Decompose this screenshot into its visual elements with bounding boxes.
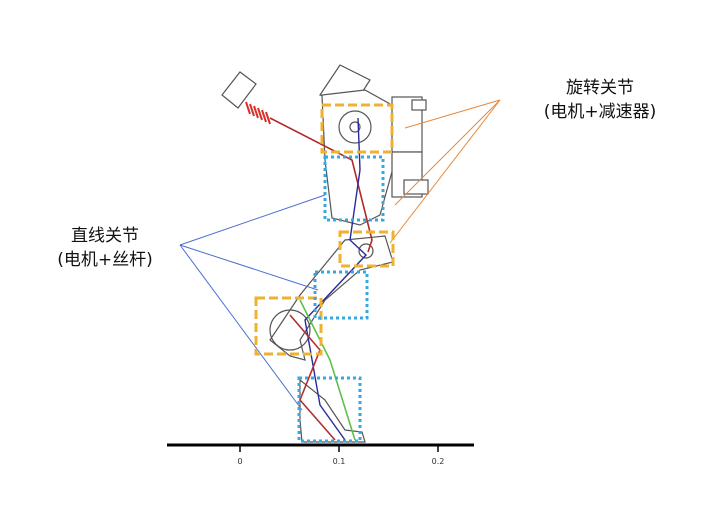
green-link: [299, 299, 356, 441]
rotary-joint-label: 旋转关节 (电机+减速器): [515, 76, 685, 124]
tick-label: 0: [237, 457, 243, 466]
linear-joint-title: 直线关节: [71, 226, 139, 246]
rotary-joint-boxes: [254, 103, 395, 356]
rotary-joint-subtitle: (电机+减速器): [543, 102, 657, 122]
spring: [245, 101, 271, 125]
robot-leg-mechanism: [221, 64, 429, 443]
linear-joint-subtitle: (电机+丝杆): [57, 250, 153, 270]
blue-link: [304, 117, 367, 441]
rotary-leader-lines: [389, 99, 501, 244]
red-link: [289, 314, 336, 441]
tick-label: 0.1: [332, 457, 346, 466]
red-cable: [269, 117, 373, 253]
spring-mount: [221, 71, 257, 109]
axis-ticks: [239, 445, 439, 452]
rotary-joint-title: 旋转关节: [566, 78, 634, 98]
linear-joint-label: 直线关节 (电机+丝杆): [30, 224, 180, 272]
linear-joint-boxes: [297, 155, 385, 443]
tick-label: 0.2: [431, 457, 445, 466]
linear-leader-lines: [179, 194, 326, 411]
